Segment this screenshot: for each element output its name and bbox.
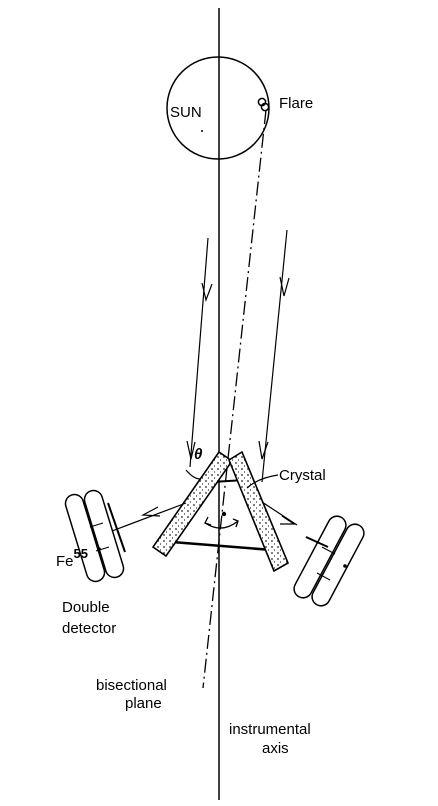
fe-source-label: Fe55: [56, 546, 88, 570]
bisectional-plane-label: bisectional plane: [96, 677, 171, 712]
crystal-label: Crystal: [279, 467, 326, 484]
rotation-arrow-icon: [204, 516, 239, 529]
crystal-leader-line: [246, 474, 279, 489]
sun-center-dot: [201, 130, 203, 132]
double-detector-right: [293, 515, 365, 607]
double-detector-label: Double detector: [62, 599, 116, 637]
bisectional-plane-line: [202, 109, 267, 689]
theta-label: θ: [194, 446, 203, 463]
reflected-ray-right: [261, 501, 298, 526]
double-detector-left: [64, 489, 126, 583]
flare-icon: [257, 97, 270, 112]
crystal-plate-right: [228, 450, 290, 573]
crystal-mount-bottom-bar: [171, 540, 273, 552]
flare-label: Flare: [279, 95, 313, 112]
reflected-ray-left: [111, 502, 187, 532]
incoming-ray-right: [258, 229, 290, 483]
instrumental-axis-label: instrumental axis: [229, 721, 315, 757]
incoming-ray-left: [186, 237, 213, 468]
crystal-plate-left: [151, 450, 234, 558]
rotation-pivot-dot: [221, 511, 227, 517]
sun-label: SUN: [170, 104, 202, 121]
